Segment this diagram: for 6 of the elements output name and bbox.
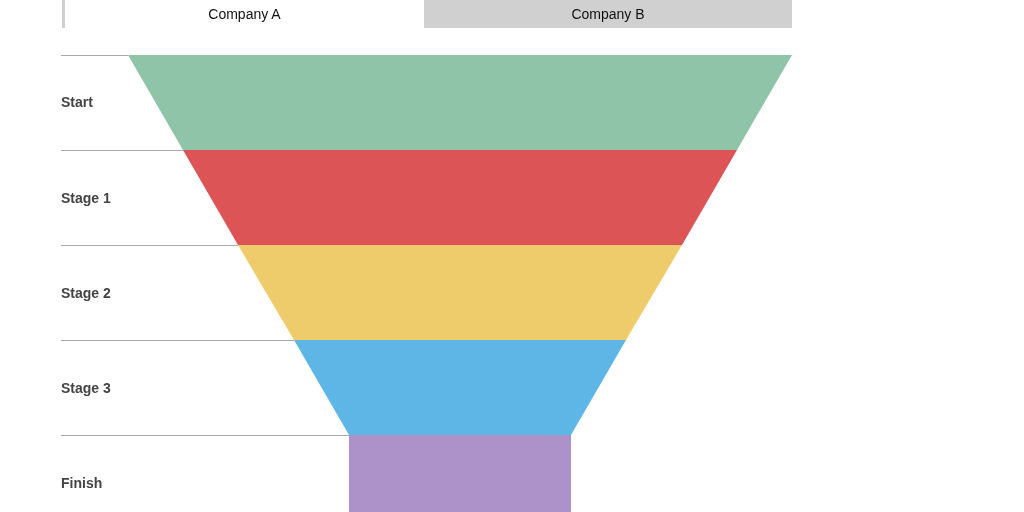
stage-label: Stage 1 [61,190,111,206]
stage-label: Stage 3 [61,380,111,396]
stage-label: Finish [61,475,103,491]
tab: Company B [424,0,792,28]
stage-label: Start [61,94,93,110]
stage-label: Stage 2 [61,285,111,301]
